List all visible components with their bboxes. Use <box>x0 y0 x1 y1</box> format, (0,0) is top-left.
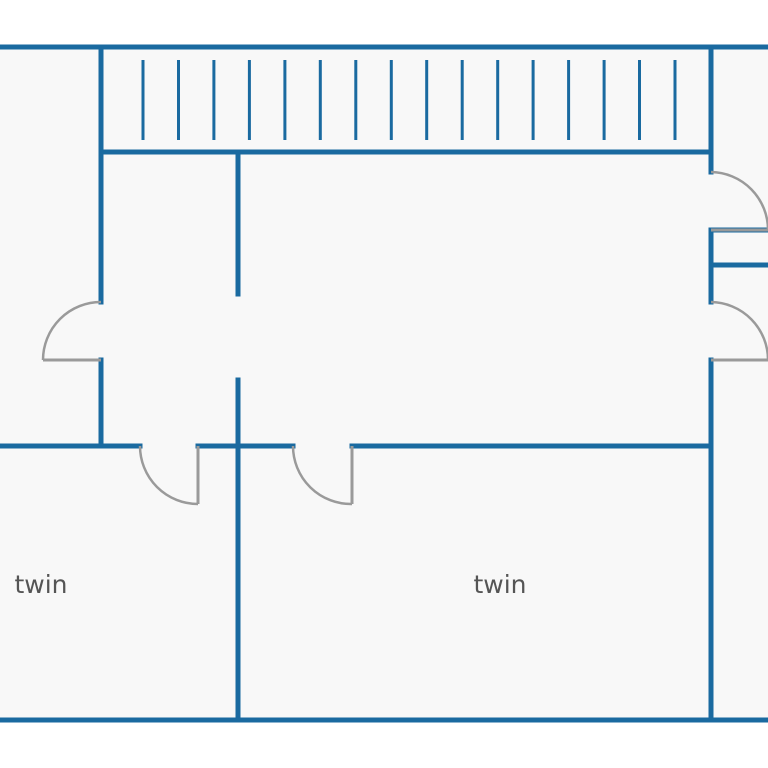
door-west[interactable] <box>41 300 102 362</box>
door-east-lower[interactable] <box>710 300 768 362</box>
door-left-twin[interactable] <box>138 445 200 506</box>
door-center-twin[interactable] <box>291 445 354 506</box>
floor-area <box>0 47 768 722</box>
room-label-center-twin: twin <box>473 570 526 599</box>
door-east-upper[interactable] <box>710 170 768 232</box>
room-label-left-twin: twin <box>14 570 67 599</box>
staircase <box>141 60 677 140</box>
